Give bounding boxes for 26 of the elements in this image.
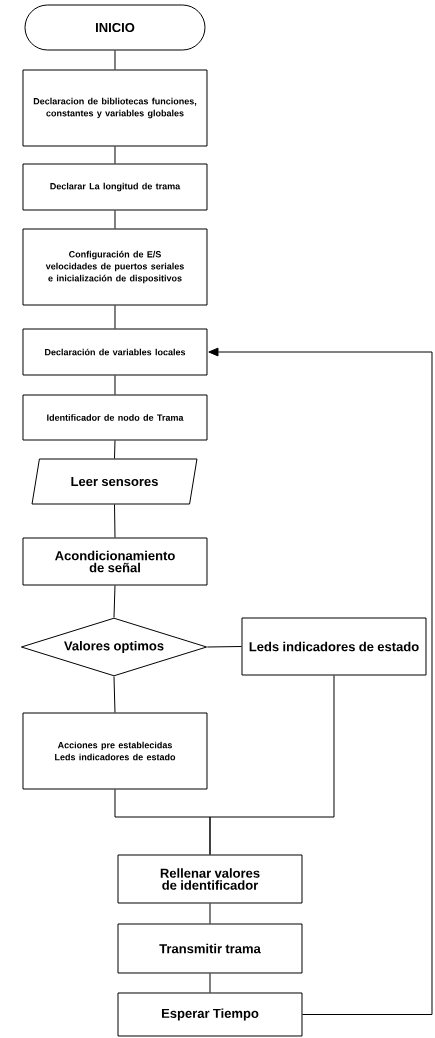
process-box: Rellenar valores de identificador: [117, 854, 303, 904]
process-box: Transmitir trama: [117, 923, 303, 974]
connector-line: [209, 973, 211, 993]
connector-line: [206, 646, 242, 648]
input-parallelogram: Leer sensores: [31, 458, 198, 505]
connector-line: [114, 50, 116, 70]
connector-line: [114, 504, 116, 538]
process-box: Acciones pre establecidas Leds indicadores de estado: [22, 712, 208, 790]
connector-line: [114, 210, 116, 229]
process-box: Declaración de variables locales: [22, 328, 208, 376]
process-box: Identificador de nodo de Trama: [22, 394, 208, 441]
arrow: [208, 347, 433, 1015]
process-box: Esperar Tiempo: [117, 992, 303, 1037]
process-box: Declaracion de bibliotecas funciones, constantes y variables globales: [22, 69, 208, 147]
connector-line: [114, 375, 116, 395]
process-box: Leds indicadores de estado: [241, 617, 427, 676]
process-box: Configuración de E/S velocidades de puertos seriales e inicialización de dispositivos: [22, 228, 208, 306]
connector-line: [113, 585, 116, 618]
connector-line: [114, 440, 116, 459]
connector-line: [209, 903, 211, 924]
connector-line: [114, 146, 116, 164]
connector-line: [209, 675, 335, 855]
process-box: Declarar La longitud de trama: [22, 163, 208, 211]
process-box: Acondicionamiento de señal: [22, 537, 208, 586]
connector-line: [113, 676, 116, 713]
connector-line: [114, 305, 116, 329]
